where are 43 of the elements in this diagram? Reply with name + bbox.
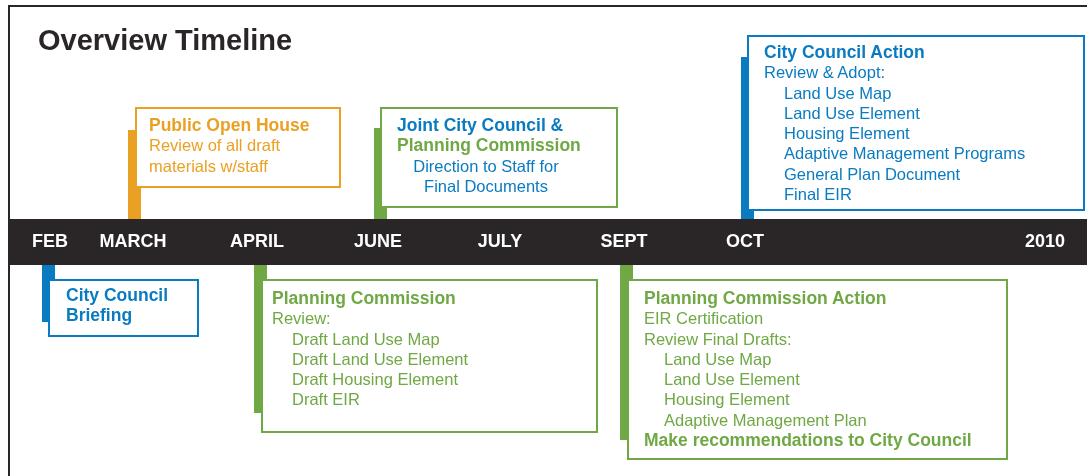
event-item: Land Use Map bbox=[783, 82, 893, 103]
title: Overview Timeline bbox=[38, 24, 293, 57]
month-label: JUNE bbox=[354, 231, 402, 252]
event-item: Land Use Map bbox=[663, 348, 773, 370]
event-heading: Planning Commission Action bbox=[644, 288, 888, 309]
month-label: JULY bbox=[477, 231, 523, 252]
event-item: Housing Element bbox=[663, 389, 791, 410]
event-box bbox=[747, 35, 1085, 211]
event-item: Draft Housing Element bbox=[291, 369, 459, 390]
event-item: EIR Certification bbox=[644, 308, 765, 329]
event-item: Adaptive Management Programs bbox=[783, 143, 1027, 164]
event-box bbox=[627, 279, 1008, 460]
month-label: 2010 bbox=[1025, 231, 1065, 252]
event-item: Review of all draft materials w/staff bbox=[149, 135, 282, 176]
event-item: General Plan Document bbox=[783, 163, 962, 185]
event-item: Review: bbox=[272, 308, 332, 329]
event-box bbox=[135, 107, 341, 188]
event-item: Adaptive Management Plan bbox=[663, 409, 868, 431]
event-item: Final EIR bbox=[783, 184, 853, 205]
event-item: Land Use Element bbox=[663, 369, 801, 390]
event-heading: City Council Briefing bbox=[66, 285, 170, 326]
event-heading: Joint City Council & bbox=[397, 115, 565, 136]
month-label: MARCH bbox=[99, 231, 167, 252]
event-box bbox=[261, 279, 598, 433]
event-item: Draft EIR bbox=[291, 389, 361, 410]
event-box bbox=[48, 279, 199, 337]
event-item: Review & Adopt: bbox=[764, 62, 887, 83]
month-label: FEB bbox=[32, 231, 68, 252]
month-label: OCT bbox=[726, 231, 764, 252]
event-heading: Planning Commission bbox=[397, 135, 582, 156]
event-item: Land Use Element bbox=[783, 102, 921, 124]
event-heading: Public Open House bbox=[149, 115, 311, 136]
event-heading: Planning Commission bbox=[272, 288, 457, 309]
month-label: APRIL bbox=[230, 231, 284, 252]
event-item: Draft Land Use Element bbox=[291, 348, 470, 370]
event-heading: Make recommendations to City Council bbox=[644, 430, 973, 451]
event-item: Direction to Staff for Final Documents bbox=[412, 155, 560, 197]
event-box bbox=[380, 107, 618, 208]
month-label: SEPT bbox=[600, 231, 648, 252]
event-item: Review Final Drafts: bbox=[644, 328, 793, 349]
event-item: Draft Land Use Map bbox=[291, 328, 441, 349]
event-item: Housing Element bbox=[783, 123, 911, 144]
event-heading: City Council Action bbox=[764, 42, 926, 63]
